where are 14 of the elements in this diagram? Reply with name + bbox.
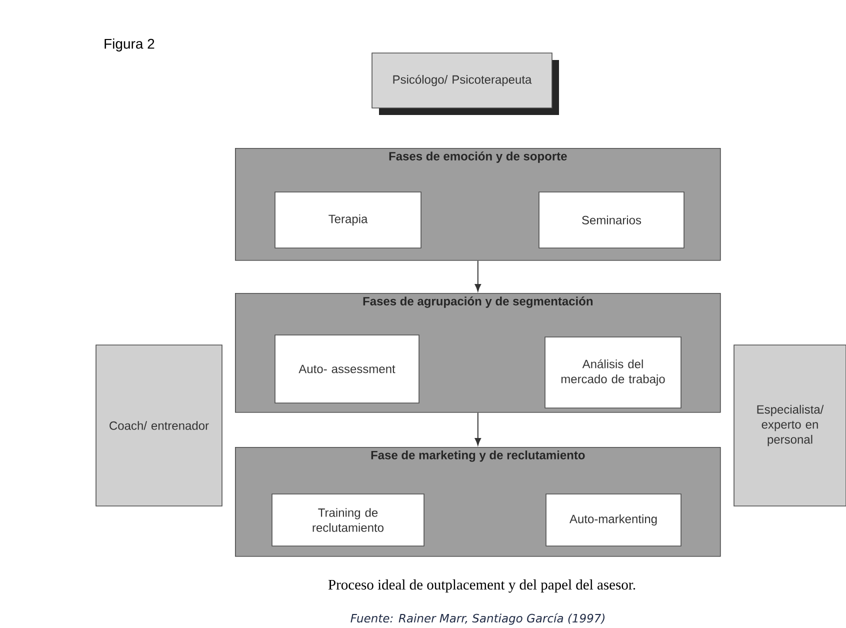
figure-title: Figura 2: [104, 38, 154, 52]
figure-caption: Proceso ideal de outplacement y del papel del asesor.: [328, 579, 636, 593]
step-box: Análisis del mercado de trabajo: [544, 336, 682, 408]
arrow: [474, 260, 482, 292]
step-box: Training de reclutamiento: [272, 494, 424, 546]
arrow: [474, 412, 482, 446]
step-box: Auto- assessment: [274, 334, 420, 404]
role-box: Psicólogo/ Psicoterapeuta: [372, 52, 559, 115]
step-box: Terapia: [274, 192, 422, 248]
step-box: Seminarios: [538, 192, 684, 248]
role-box: Especialista/ experto en personal: [734, 344, 846, 506]
role-box: Coach/ entrenador: [96, 344, 222, 506]
source-note: Fuente: Rainer Marr, Santiago García (1997): [350, 613, 604, 625]
step-box: Auto-markenting: [546, 494, 682, 546]
